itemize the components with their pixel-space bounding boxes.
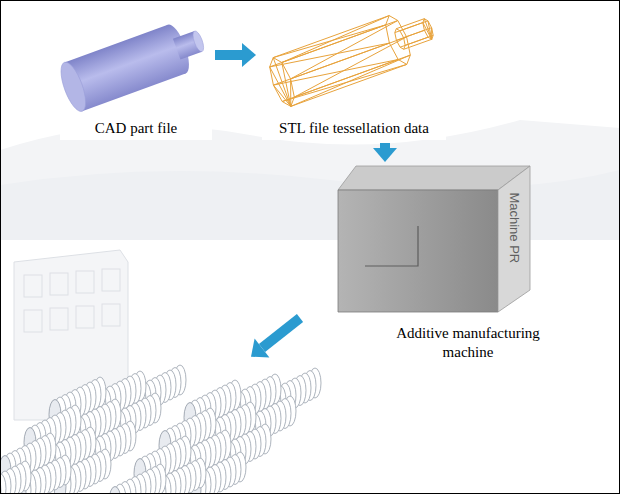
arrow-shaft [262,318,300,348]
building-window [76,306,94,328]
building-window [76,271,94,293]
printed-parts [0,365,321,494]
building-window [50,308,68,330]
building-window [102,269,120,291]
building-window [102,304,120,326]
flow-arrow [380,143,390,148]
stage-region: CAD part file [58,8,214,142]
wire-cap [270,58,295,107]
wire-neck [395,19,433,50]
cad-neck-face [191,30,206,53]
building-window [24,310,42,332]
flow-arrow [215,50,242,60]
stage-label: STL file tessellation data [262,117,446,140]
arrow-head [251,339,269,358]
output-arrow [251,318,300,357]
machine-door-line [365,226,418,266]
wire-edges [270,16,411,107]
cad-part [56,16,211,115]
printed-part [109,464,166,494]
machine-illustration [338,166,530,312]
machine-side [498,166,530,312]
stl-wireframe [270,16,434,107]
stage-region: STL file tessellation data [258,8,448,142]
machine-name: Machine PR [506,192,522,263]
stage-region: Machine PR Additive manufacturing machine [330,164,562,366]
stage-label: Additive manufacturing machine [380,322,556,364]
building-window [24,275,42,297]
stage-label: CAD part file [60,117,212,140]
printed-part [0,461,31,494]
wire-cap-fan [270,58,291,107]
machine-top [338,166,530,190]
building-window [50,273,68,295]
wire-diagonals [270,16,411,107]
wire-neck-fan [423,19,432,40]
cad-end-face [56,59,91,114]
machine-front [338,190,498,312]
